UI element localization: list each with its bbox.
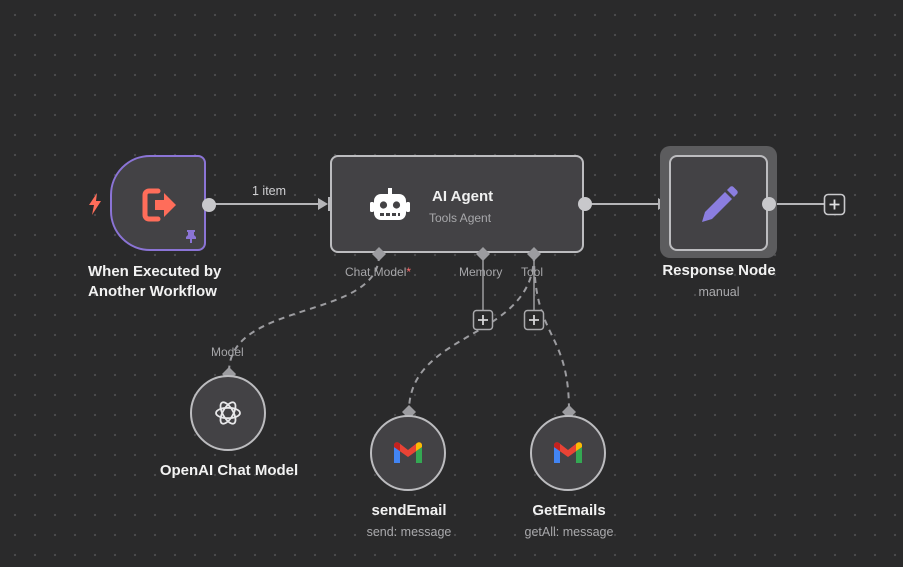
trigger-output-handle[interactable] xyxy=(201,197,217,213)
agent-title: AI Agent xyxy=(432,188,494,205)
openai-chat-model-node[interactable] xyxy=(190,375,266,451)
gmail-icon xyxy=(394,442,422,463)
ai-agent-node[interactable]: AI Agent Tools Agent xyxy=(330,155,584,253)
tool-port-label: Tool xyxy=(521,265,544,279)
response-subtitle: manual xyxy=(698,285,740,299)
openai-title: OpenAI Chat Model xyxy=(159,462,299,479)
trigger-node[interactable] xyxy=(110,155,206,251)
tool-port[interactable] xyxy=(526,246,542,262)
agent-subtitle: Tools Agent xyxy=(429,211,492,225)
required-marker: * xyxy=(406,265,412,279)
add-memory-button[interactable] xyxy=(472,309,494,331)
memory-port[interactable] xyxy=(475,246,491,262)
trigger-title: When Executed by Another Workflow xyxy=(88,263,222,300)
get-emails-subtitle: getAll: message xyxy=(524,525,614,539)
sign-out-arrow-icon xyxy=(140,185,180,225)
pin-icon[interactable] xyxy=(184,229,198,243)
get-emails-node[interactable] xyxy=(530,415,606,491)
get-emails-title: GetEmails xyxy=(532,502,606,519)
chat-model-port[interactable] xyxy=(371,246,387,262)
send-email-subtitle: send: message xyxy=(366,525,452,539)
model-port-label: Model xyxy=(211,345,244,359)
response-title: Response Node xyxy=(662,262,776,279)
add-tool-button[interactable] xyxy=(523,309,545,331)
add-next-node-button[interactable] xyxy=(823,193,846,216)
edge-chatmodel-openai xyxy=(228,254,380,373)
edge-tool-getemails xyxy=(533,254,570,412)
response-node[interactable] xyxy=(669,155,768,251)
response-output-handle[interactable] xyxy=(761,196,777,212)
gmail-icon xyxy=(554,442,582,463)
send-email-node[interactable] xyxy=(370,415,446,491)
memory-port-label: Memory xyxy=(459,265,503,279)
pencil-icon xyxy=(702,186,738,222)
lightning-bolt-icon xyxy=(89,193,101,215)
send-email-title: sendEmail xyxy=(371,502,447,519)
robot-icon xyxy=(370,188,410,220)
edge-item-count: 1 item xyxy=(252,184,287,198)
openai-icon xyxy=(215,401,241,425)
agent-output-handle[interactable] xyxy=(577,196,593,212)
edge-trigger-agent-arrow xyxy=(318,198,328,210)
chat-model-port-label: Chat Model* xyxy=(345,265,412,279)
